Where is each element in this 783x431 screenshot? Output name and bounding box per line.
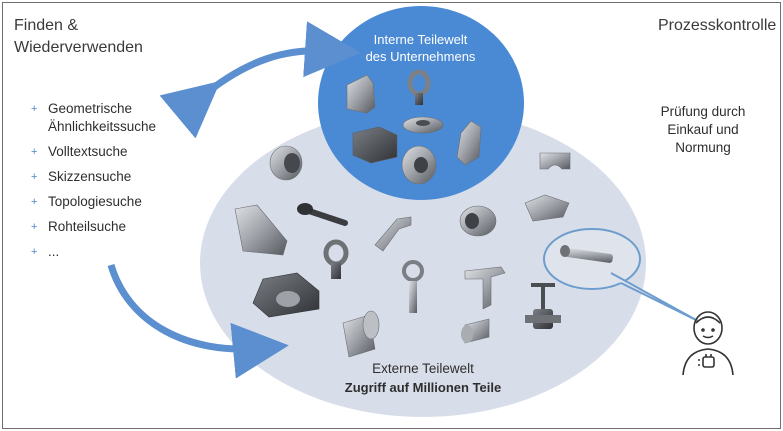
pin-part-icon (560, 245, 613, 263)
list-item-label: ... (48, 244, 60, 259)
label-line: Externe Teilewelt (372, 361, 474, 376)
check-by-purchasing-text: Prüfung durch Einkauf und Normung (633, 103, 773, 157)
eye-bolt-part-icon (402, 260, 424, 282)
list-item: + Geometrische Ähnlichkeitssuche (31, 100, 221, 136)
mount-part-icon (524, 194, 570, 222)
list-item-label: Topologiesuche (48, 194, 142, 209)
clamp-part-icon (456, 120, 482, 166)
bracket-part-icon (346, 74, 376, 114)
diagram-graphics (107, 6, 734, 417)
external-parts-label: Externe Teilewelt Zugriff auf Millionen … (303, 359, 543, 397)
list-item-label: Ähnlichkeitssuche (48, 119, 157, 134)
list-item: + ... (31, 243, 221, 261)
title-line: Wiederverwenden (14, 39, 143, 56)
search-methods-list: + Geometrische Ähnlichkeitssuche + Vollt… (31, 100, 221, 261)
valve-part-icon (531, 283, 555, 311)
internal-parts (346, 69, 482, 185)
plus-bullet-icon: + (31, 171, 38, 183)
list-item: + Skizzensuche (31, 168, 221, 186)
list-item-label: Geometrische (48, 101, 133, 116)
angle-bracket-part-icon (234, 204, 288, 256)
internal-parts-label: Interne Teilewelt des Unternehmens (338, 31, 503, 65)
external-parts (234, 145, 571, 358)
process-control-title: Prozesskontrolle (658, 17, 777, 34)
list-item-label: Rohteilsuche (48, 219, 127, 234)
person-icon (682, 311, 734, 376)
plus-bullet-icon: + (31, 146, 38, 158)
cylinder-part-icon (352, 126, 398, 164)
label-line: Interne Teilewelt (373, 32, 468, 47)
search-arrow (107, 264, 289, 379)
reuse-arrow (159, 21, 361, 139)
plus-bullet-icon: + (31, 103, 38, 115)
plus-bullet-icon: + (31, 196, 38, 208)
text-line: Normung (675, 140, 731, 155)
list-item-label: Volltextsuche (48, 144, 128, 159)
list-item: + Volltextsuche (31, 143, 221, 161)
label-line: des Unternehmens (365, 49, 476, 64)
title-line: Finden & (14, 17, 79, 34)
find-reuse-title: Finden & Wiederverwenden (14, 15, 143, 59)
list-item: + Topologiesuche (31, 193, 221, 211)
plus-bullet-icon: + (31, 246, 38, 258)
crank-part-icon (374, 216, 412, 252)
list-item: + Rohteilsuche (31, 218, 221, 236)
text-line: Einkauf und (667, 122, 739, 137)
plus-bullet-icon: + (31, 221, 38, 233)
external-parts-ellipse (200, 109, 646, 417)
l-arm-part-icon (464, 266, 506, 310)
pillow-block-part-icon (539, 152, 571, 170)
list-item-label: Skizzensuche (48, 169, 132, 184)
label-line-bold: Zugriff auf Millionen Teile (344, 380, 502, 395)
text-line: Prüfung durch (660, 104, 746, 119)
